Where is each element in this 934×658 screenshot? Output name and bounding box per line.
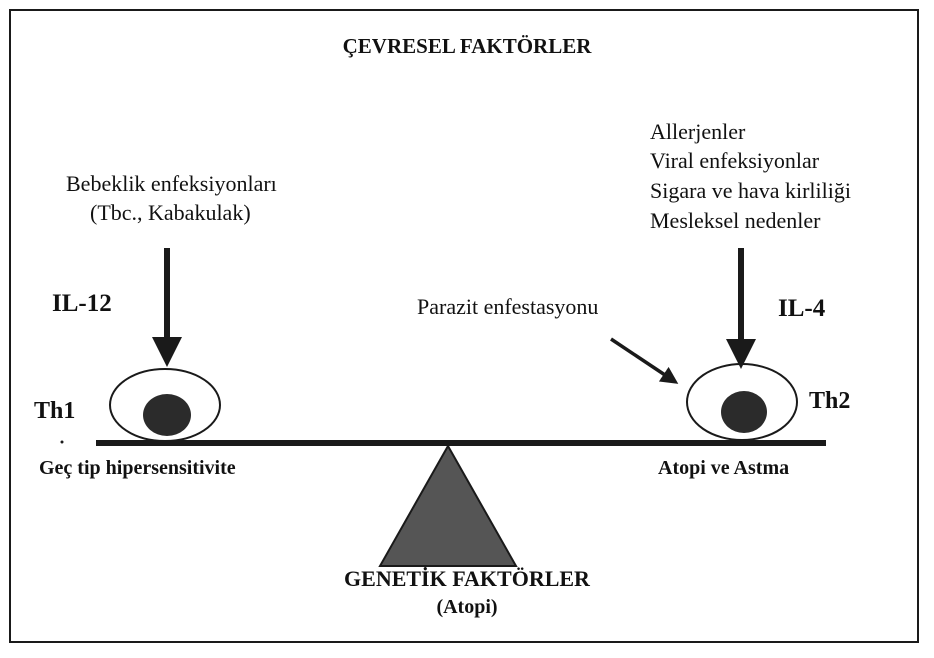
infant-infections-examples: (Tbc., Kabakulak) [90,202,251,224]
th2-nucleus [721,391,767,433]
factor-occupational: Mesleksel nedenler [650,210,820,232]
infant-infections-label: Bebeklik enfeksiyonları [66,173,277,195]
atopy-asthma-caption: Atopi ve Astma [658,458,789,478]
genetic-factors-title: GENETİK FAKTÖRLER [0,568,934,590]
il4-label: IL-4 [778,296,825,321]
parasite-arrow [611,339,671,379]
factor-viral-infections: Viral enfeksiyonlar [650,150,819,172]
scan-speck [61,441,64,444]
factor-allergens: Allerjenler [650,121,745,143]
th1-label: Th1 [34,399,75,423]
genetic-factors-subtitle: (Atopi) [0,597,934,617]
factor-smoking-pollution: Sigara ve hava kirliliği [650,180,851,202]
th1-nucleus [143,394,191,436]
il12-label: IL-12 [52,291,112,316]
delayed-hypersensitivity-caption: Geç tip hipersensitivite [39,458,236,478]
title-environmental-factors: ÇEVRESEL FAKTÖRLER [0,36,934,57]
fulcrum-triangle [380,446,516,566]
balance-beam [96,440,826,446]
th2-label: Th2 [809,389,850,413]
parasite-infestation-label: Parazit enfestasyonu [417,296,598,318]
